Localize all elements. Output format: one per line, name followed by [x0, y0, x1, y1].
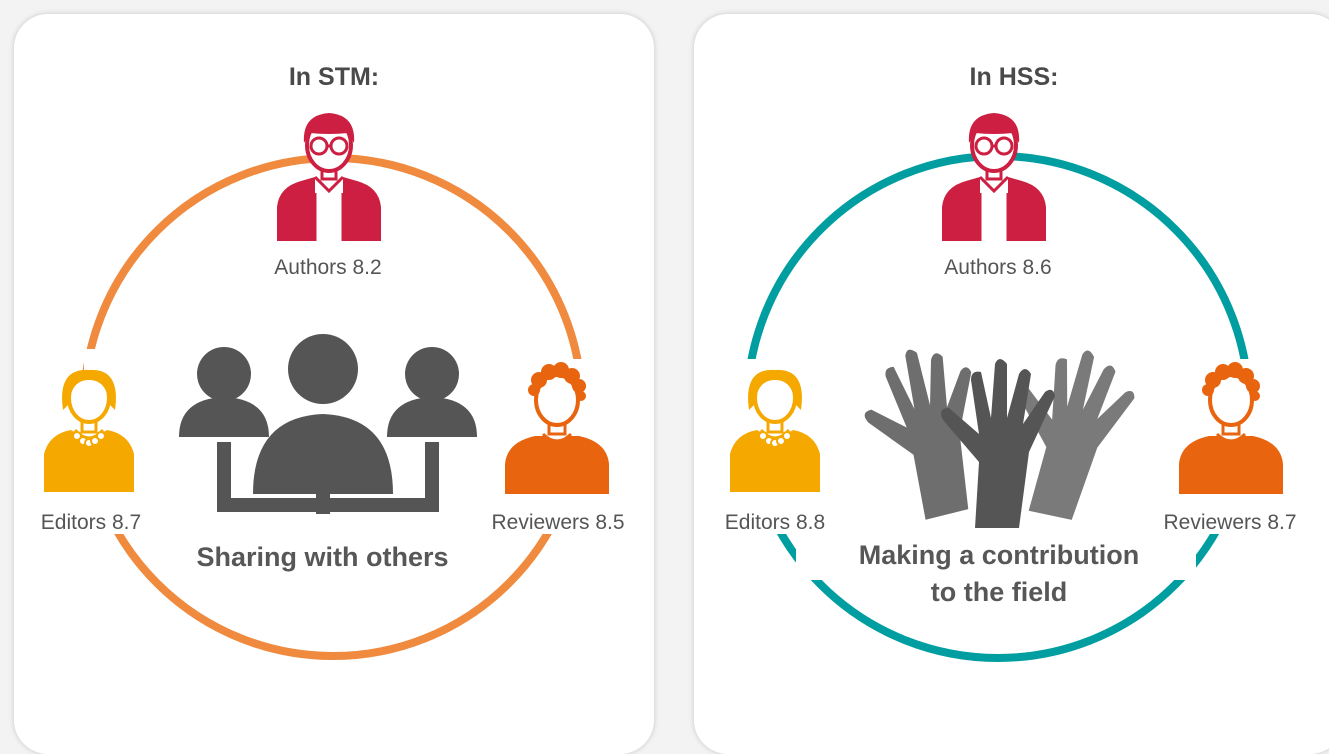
hss-diagram	[714, 111, 1309, 662]
raised-hands-icon	[851, 336, 1143, 528]
hss-reviewers-label: Reviewers 8.7	[1163, 511, 1297, 534]
hss-caption-line2: to the field	[930, 577, 1068, 607]
stm-editors-label: Editors 8.7	[40, 511, 142, 534]
stm-title: In STM:	[288, 63, 380, 91]
author-icon	[940, 111, 1048, 243]
group-network-icon	[179, 334, 477, 514]
stm-authors-label: Authors 8.2	[274, 256, 382, 279]
hss-caption-line1: Making a contribution	[858, 540, 1140, 570]
hss-editors-label: Editors 8.8	[724, 511, 826, 534]
stm-reviewers-label: Reviewers 8.5	[491, 511, 625, 534]
stm-diagram	[42, 111, 634, 660]
hss-caption: Making a contribution to the field	[694, 537, 1304, 611]
hss-authors-label: Authors 8.6	[944, 256, 1052, 279]
author-icon	[275, 111, 383, 243]
stm-panel: In STM: Authors 8.2 Editors 8.7 Reviewer…	[14, 14, 654, 754]
hss-title: In HSS:	[969, 63, 1059, 91]
hss-panel: In HSS: Authors 8.6 Editors 8.8 Reviewer…	[694, 14, 1329, 754]
stm-caption: Sharing with others	[196, 542, 449, 572]
